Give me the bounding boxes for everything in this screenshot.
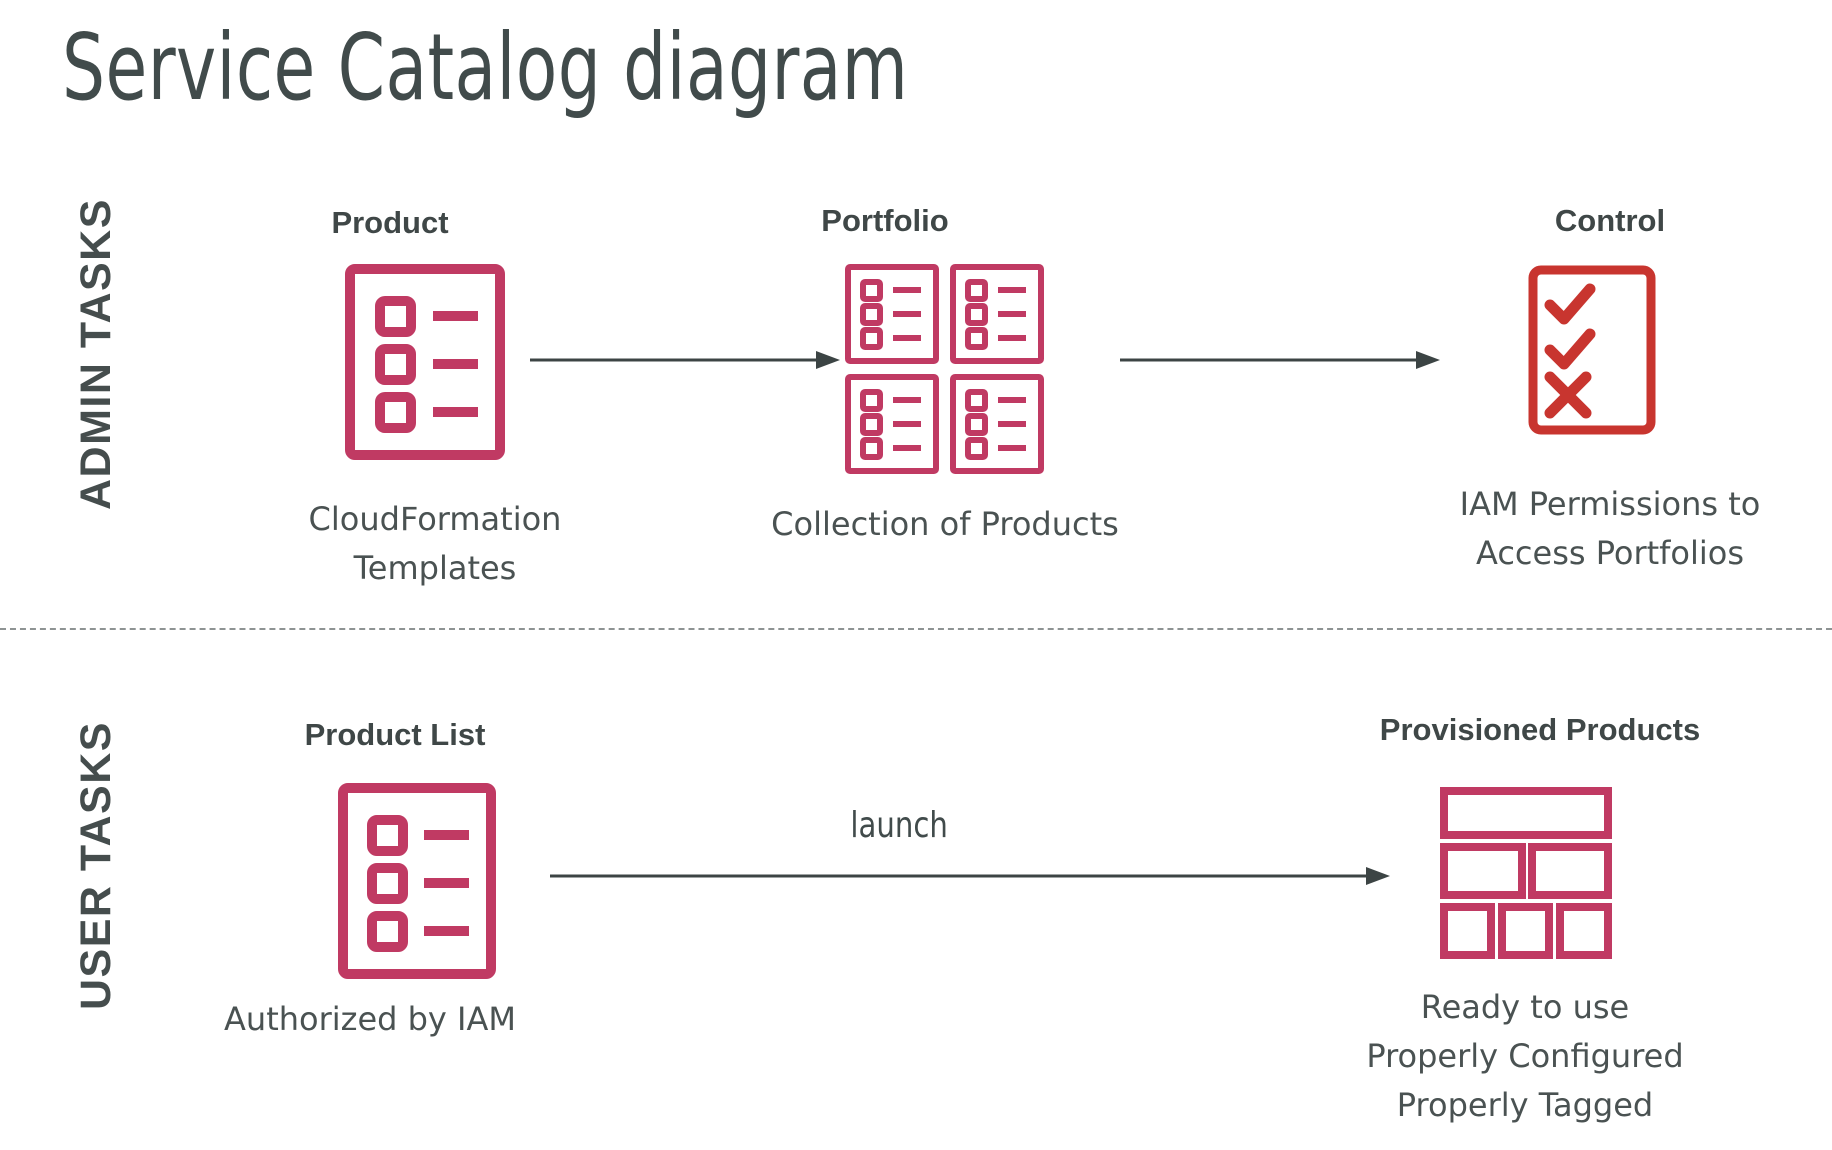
lane-divider	[0, 628, 1832, 630]
launch-arrow	[550, 864, 1390, 888]
portfolio-grid-icon	[845, 264, 1045, 474]
node-caption-control: IAM Permissions to Access Portfolios	[1459, 485, 1761, 572]
node-title-product: Product	[331, 205, 449, 240]
provisioned-blocks-icon	[1440, 787, 1612, 962]
arrow-label-launch: launch	[850, 805, 948, 846]
arrow-product-to-portfolio	[530, 348, 840, 372]
lane-label-user-tasks: USER TASKS	[72, 721, 120, 1010]
node-caption-product: CloudFormation Templates	[308, 500, 562, 587]
product-list-icon	[338, 783, 496, 979]
node-caption-product-list: Authorized by IAM	[224, 1000, 516, 1038]
lane-label-admin-tasks: ADMIN TASKS	[72, 198, 120, 510]
checklist-control-icon	[1528, 265, 1656, 435]
arrow-portfolio-to-control	[1120, 348, 1440, 372]
product-list-icon	[345, 264, 505, 460]
node-caption-provisioned-products: Ready to use Properly Configured Properl…	[1366, 988, 1684, 1124]
node-title-product-list: Product List	[304, 717, 486, 752]
node-title-portfolio: Portfolio	[821, 203, 949, 238]
node-caption-portfolio: Collection of Products	[771, 505, 1119, 543]
node-title-control: Control	[1554, 203, 1666, 238]
node-title-provisioned-products: Provisioned Products	[1379, 712, 1701, 747]
page-title: Service Catalog diagram	[62, 14, 909, 121]
